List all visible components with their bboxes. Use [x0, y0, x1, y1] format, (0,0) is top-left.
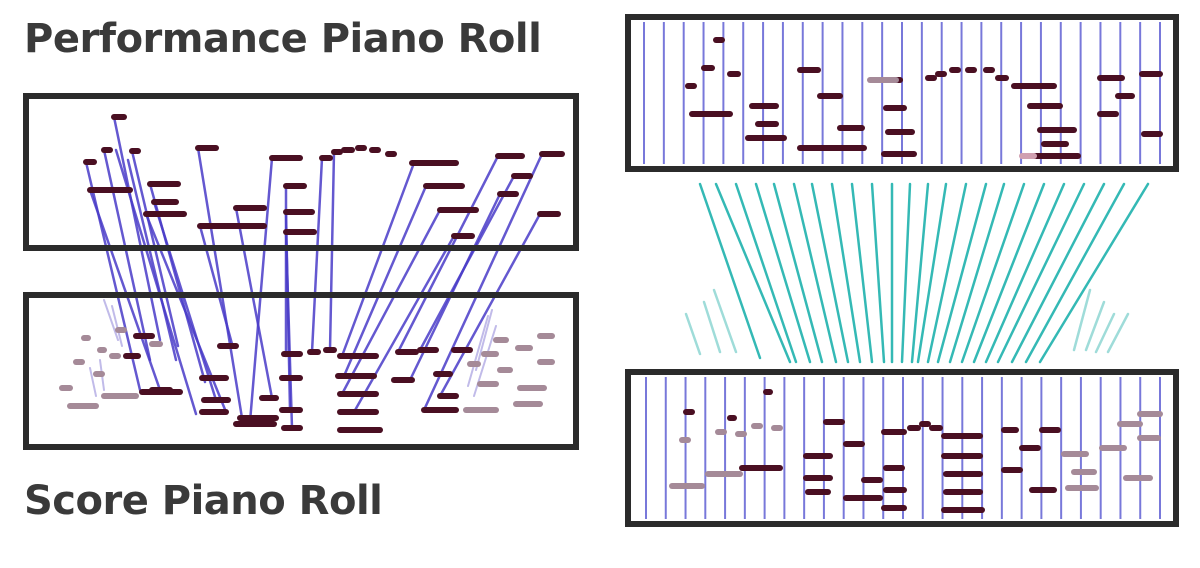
warping-link: [870, 182, 886, 364]
warping-link: [972, 182, 1046, 364]
warping-link: [916, 182, 948, 364]
warping-link: [754, 182, 812, 364]
warping-link: [996, 182, 1086, 364]
warping-link: [830, 182, 862, 364]
right-performance-notes: [685, 37, 1163, 159]
left-score-notes: [59, 327, 555, 433]
warping-link: [772, 182, 824, 364]
alignment-link-faint: [467, 315, 489, 387]
left-score-roll-frame: [23, 292, 579, 450]
warping-path-links: [684, 182, 1150, 364]
alignment-link: [152, 200, 218, 402]
alignment-link: [340, 208, 442, 396]
alignment-link: [88, 188, 162, 392]
score-piano-roll-label: Score Piano Roll: [24, 478, 383, 524]
alignment-link: [234, 206, 274, 400]
alignment-link: [102, 148, 152, 362]
warping-link: [1010, 182, 1106, 364]
alignment-link: [126, 158, 178, 362]
alignment-link: [196, 146, 244, 420]
warping-link-faint: [684, 312, 702, 356]
warping-link: [900, 182, 912, 364]
alignment-link: [84, 160, 142, 392]
alignment-link: [284, 230, 294, 430]
warping-link-faint: [1106, 312, 1130, 354]
warping-link: [698, 182, 762, 360]
alignment-link: [340, 161, 416, 358]
warping-link: [1038, 182, 1150, 364]
warping-link-faint: [712, 288, 738, 354]
warping-link: [1024, 182, 1126, 364]
left-performance-notes: [83, 114, 565, 239]
warping-link-faint: [702, 300, 722, 354]
left-alignment-links: [84, 115, 544, 430]
warping-link: [984, 182, 1066, 364]
alignment-link-faint: [103, 299, 119, 341]
right-score-grid: [645, 377, 1161, 519]
alignment-link: [342, 184, 428, 378]
warping-link: [810, 182, 850, 364]
alignment-link: [112, 115, 162, 342]
alignment-link: [352, 234, 456, 414]
warping-link: [926, 182, 968, 364]
warping-link: [960, 182, 1026, 364]
alignment-link-faint: [111, 305, 123, 347]
right-performance-grid: [643, 22, 1161, 164]
warping-link: [936, 182, 988, 364]
right-score-roll-frame: [625, 369, 1179, 527]
alignment-link: [396, 154, 500, 354]
warping-link: [714, 182, 792, 364]
warping-link-faint: [1072, 288, 1092, 352]
performance-piano-roll-label: Performance Piano Roll: [24, 16, 542, 62]
alignment-link: [248, 156, 274, 424]
warping-link-faint: [1094, 312, 1116, 354]
right-performance-roll-frame: [625, 14, 1179, 172]
alignment-link: [438, 212, 542, 398]
alignment-link: [310, 156, 324, 354]
alignment-link: [114, 148, 198, 416]
alignment-link-faint: [475, 309, 493, 371]
alignment-link: [422, 152, 544, 412]
alignment-link: [198, 224, 234, 346]
warping-link: [910, 182, 930, 364]
warping-link: [948, 182, 1006, 364]
warping-link: [850, 182, 874, 364]
warping-link: [792, 182, 838, 364]
left-performance-roll-frame: [23, 93, 579, 251]
alignment-link-faint: [89, 367, 97, 397]
warping-link-faint: [1084, 300, 1106, 352]
right-score-notes: [669, 389, 1163, 513]
warping-link: [734, 182, 798, 364]
